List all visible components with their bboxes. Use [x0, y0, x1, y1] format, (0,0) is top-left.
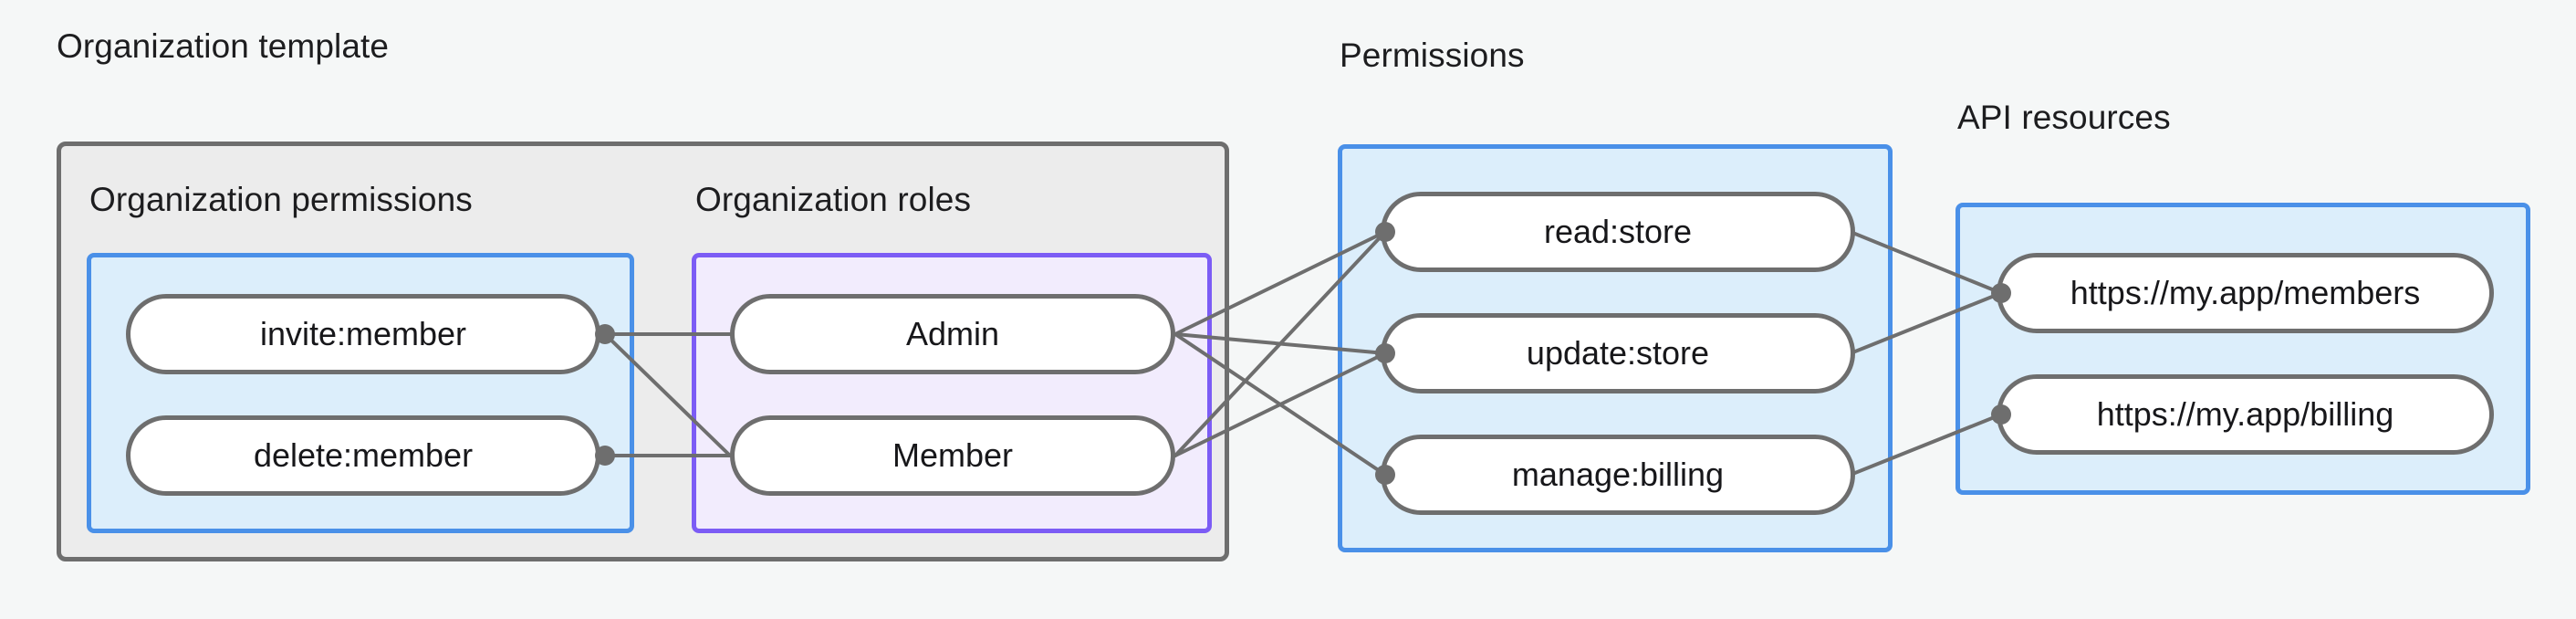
node-update-store[interactable]: update:store: [1381, 313, 1855, 393]
node-manage-billing[interactable]: manage:billing: [1381, 435, 1855, 515]
node-label: Admin: [905, 315, 1000, 352]
organization-roles-title: Organization roles: [695, 181, 972, 218]
node-read-store[interactable]: read:store: [1381, 192, 1855, 272]
node-label: manage:billing: [1511, 456, 1725, 493]
node-delete-member[interactable]: delete:member: [126, 415, 600, 496]
permissions-title: Permissions: [1340, 37, 1525, 74]
api-resources-title: API resources: [1957, 99, 2171, 136]
node-invite-member[interactable]: invite:member: [126, 294, 600, 374]
organization-template-title: Organization template: [57, 27, 390, 65]
node-label: invite:member: [259, 315, 467, 352]
node-label: https://my.app/billing: [2096, 395, 2394, 433]
node-label: delete:member: [253, 436, 474, 474]
node-member[interactable]: Member: [730, 415, 1175, 496]
organization-permissions-title: Organization permissions: [89, 181, 473, 218]
node-billing-url[interactable]: https://my.app/billing: [1997, 374, 2494, 455]
node-label: update:store: [1526, 334, 1710, 372]
node-label: read:store: [1543, 213, 1693, 250]
node-admin[interactable]: Admin: [730, 294, 1175, 374]
node-label: Member: [892, 436, 1014, 474]
node-members-url[interactable]: https://my.app/members: [1997, 253, 2494, 333]
node-label: https://my.app/members: [2070, 274, 2421, 311]
